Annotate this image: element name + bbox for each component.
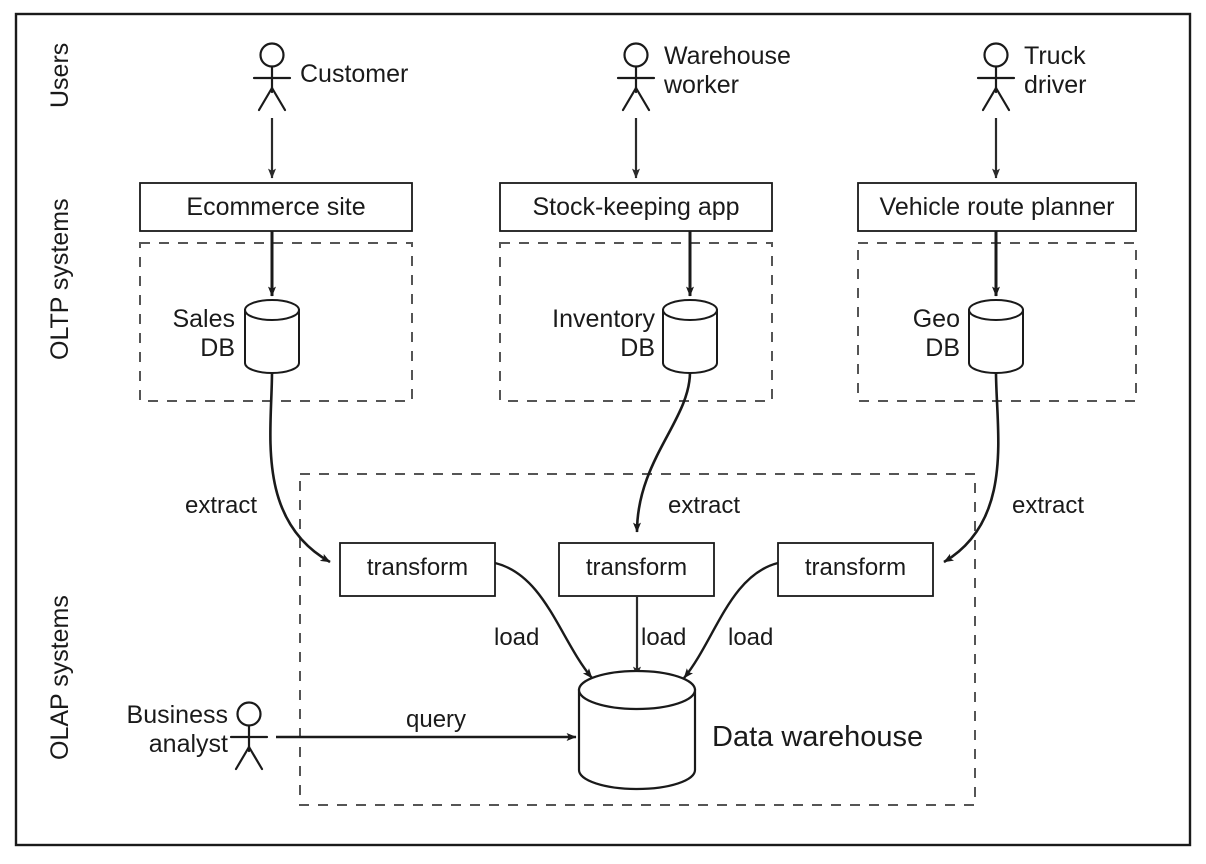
app-box-vehicle-route-planner[interactable] [857, 182, 1137, 232]
database-cylinder-data-warehouse[interactable] [577, 669, 697, 791]
database-cylinder-geo-db[interactable] [968, 299, 1024, 374]
band-label-olap-systems: OLAP systems [46, 595, 74, 760]
olap-group-container [299, 473, 976, 806]
band-label-users: Users [46, 42, 74, 108]
actor-warehouse-worker-icon [616, 42, 656, 112]
edge-label-extract-right: extract [1012, 492, 1085, 519]
transform-label-right: transform [804, 554, 907, 581]
app-box-ecommerce-site[interactable] [139, 182, 413, 232]
edge-load-left [494, 561, 593, 679]
edge-label-extract-middle: extract [668, 492, 741, 519]
database-cylinder-sales-db[interactable] [244, 299, 300, 374]
transform-label-left: transform [366, 554, 469, 581]
actor-customer-icon [252, 42, 292, 112]
edge-extract-left [269, 371, 331, 564]
app-box-stock-keeping-app[interactable] [499, 182, 773, 232]
edge-label-load-right: load [728, 624, 774, 651]
edge-label-load-left: load [494, 624, 540, 651]
transform-label-middle: transform [585, 554, 688, 581]
oltp-group-inventory [499, 242, 773, 402]
transform-box-right[interactable] [777, 542, 934, 597]
outer-frame [14, 12, 1192, 847]
oltp-group-sales [139, 242, 413, 402]
app-label-ecommerce-site: Ecommerce site [186, 193, 366, 221]
edge-load-right [683, 561, 779, 679]
edge-label-query: query [406, 706, 467, 733]
edge-label-extract-left: extract [185, 492, 258, 519]
transform-box-middle[interactable] [558, 542, 715, 597]
edge-extract-right [943, 371, 1000, 564]
edge-label-load-middle: load [641, 624, 687, 651]
warehouse-label: Data warehouse [712, 721, 924, 753]
app-label-stock-keeping-app: Stock-keeping app [532, 193, 740, 221]
app-label-vehicle-route-planner: Vehicle route planner [879, 193, 1115, 221]
database-cylinder-inventory-db[interactable] [662, 299, 718, 374]
edge-extract-middle [633, 371, 692, 533]
transform-box-left[interactable] [339, 542, 496, 597]
actor-truck-driver-icon [976, 42, 1016, 112]
actor-business-analyst-icon [229, 701, 269, 771]
actor-label-customer: Customer [300, 60, 409, 88]
